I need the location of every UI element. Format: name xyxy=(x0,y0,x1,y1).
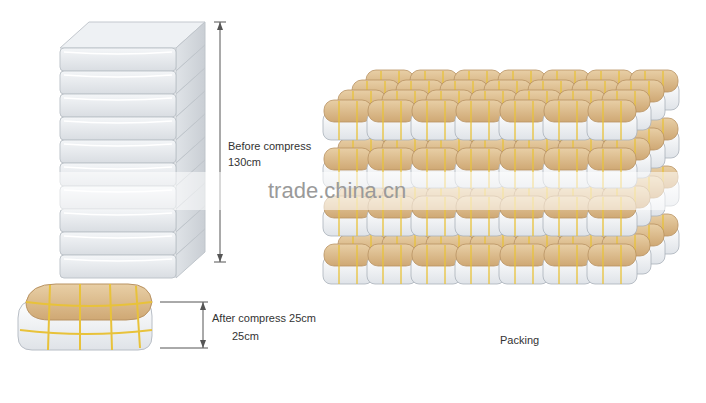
dimension-label: 25cm xyxy=(232,328,259,344)
blanket-highlight xyxy=(64,236,172,238)
blanket-highlight xyxy=(64,213,172,215)
bale-top xyxy=(368,148,416,170)
bale-strap xyxy=(603,245,621,284)
bale-top xyxy=(412,148,460,170)
bale-top xyxy=(500,148,548,170)
blanket-highlight xyxy=(64,259,172,261)
blanket-highlight xyxy=(64,167,172,169)
bale-strap xyxy=(471,101,489,140)
blanket-highlight xyxy=(64,52,172,54)
bale-strap xyxy=(559,101,577,140)
dimension-label: After compress 25cm xyxy=(212,310,316,326)
bale-top xyxy=(412,100,460,122)
bale-strap xyxy=(515,101,533,140)
bale-top xyxy=(324,244,372,266)
bale-top xyxy=(324,100,372,122)
blanket-highlight xyxy=(64,121,172,123)
bale-top xyxy=(588,148,636,170)
blanket-layer xyxy=(60,232,176,255)
bale-top xyxy=(368,244,416,266)
bale-top xyxy=(412,244,460,266)
dimension-label: Before compress 130cm xyxy=(228,138,328,170)
bale-top xyxy=(26,284,152,320)
bale-strap xyxy=(20,302,152,334)
watermark: trade.china.cn xyxy=(268,177,406,205)
blanket-layer xyxy=(60,71,176,94)
stack-side xyxy=(176,229,205,278)
bale-top xyxy=(500,244,548,266)
blanket-stack xyxy=(60,22,205,278)
blanket-highlight xyxy=(64,98,172,100)
bale-top xyxy=(324,148,372,170)
bale-top xyxy=(544,244,592,266)
blanket-highlight xyxy=(64,144,172,146)
bale-top xyxy=(456,244,504,266)
caption-label: Packing xyxy=(500,332,539,348)
blanket-layer xyxy=(60,117,176,140)
bale-strap xyxy=(559,245,577,284)
bale-top xyxy=(368,100,416,122)
blanket-layer xyxy=(60,140,176,163)
bale-strap xyxy=(603,101,621,140)
dimension-line xyxy=(160,302,208,348)
bale-top xyxy=(544,148,592,170)
dimension-line xyxy=(214,22,226,262)
blanket-layer xyxy=(60,255,176,278)
bale-top xyxy=(588,244,636,266)
bale-strap xyxy=(383,245,401,284)
bale-top xyxy=(588,100,636,122)
blanket-layer xyxy=(60,209,176,232)
compressed-bale xyxy=(18,284,152,350)
watermark-band xyxy=(0,172,706,210)
bale-strap xyxy=(427,101,445,140)
bale-top xyxy=(456,148,504,170)
bale-top xyxy=(544,100,592,122)
blanket-layer xyxy=(60,94,176,117)
bale-top xyxy=(456,100,504,122)
bale-strap xyxy=(515,245,533,284)
bale-strap xyxy=(48,284,140,350)
bale-strap xyxy=(471,245,489,284)
bale-strap xyxy=(383,101,401,140)
blanket-layer xyxy=(60,48,176,71)
bale-strap xyxy=(339,245,357,284)
bale-strap xyxy=(427,245,445,284)
bale-top xyxy=(500,100,548,122)
blanket-highlight xyxy=(64,75,172,77)
bale-strap xyxy=(339,101,357,140)
